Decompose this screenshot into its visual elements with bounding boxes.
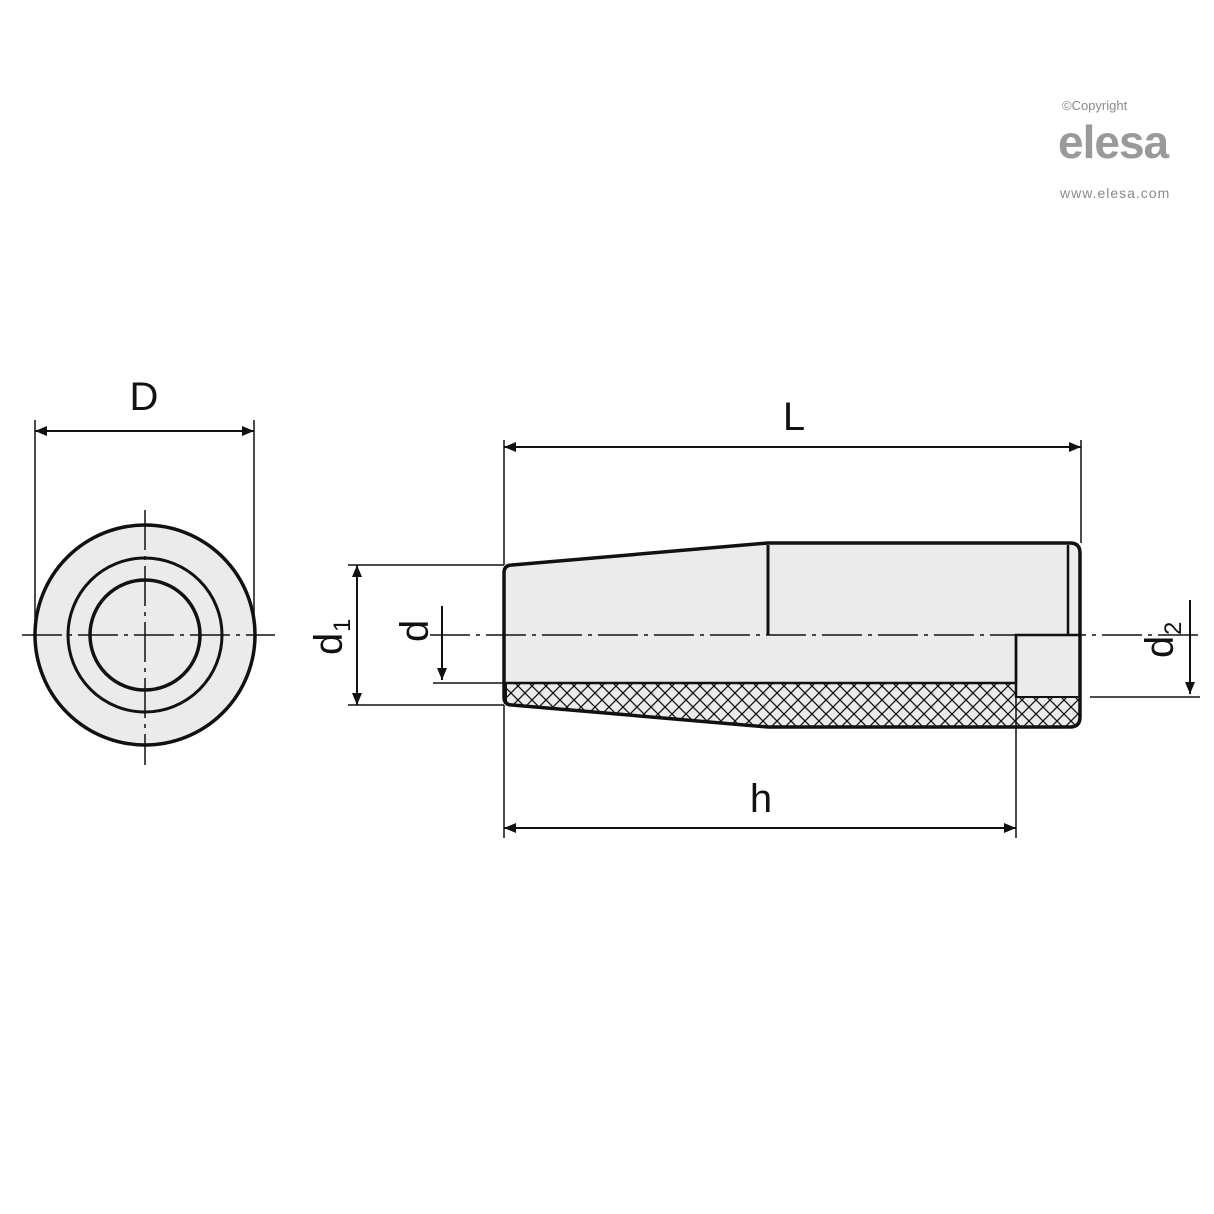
label-h: h	[750, 777, 772, 821]
label-d2-main: d	[1138, 636, 1182, 658]
label-d1-main: d	[307, 633, 351, 655]
label-L: L	[783, 395, 805, 439]
brand-url: www.elesa.com	[1060, 185, 1171, 201]
knurled-section	[505, 682, 1081, 728]
brand-logo: elesa	[1058, 116, 1169, 168]
label-D: D	[130, 375, 159, 419]
copyright-text: ©Copyright	[1062, 98, 1128, 113]
label-d: d	[393, 620, 437, 642]
label-d2: d 2	[1138, 622, 1187, 658]
label-d2-subscript: 2	[1160, 622, 1187, 635]
end-view: D	[22, 375, 275, 765]
label-d1-subscript: 1	[329, 619, 356, 632]
side-view: L h d 1 d d 2	[307, 395, 1200, 838]
label-d1: d 1	[307, 619, 356, 655]
label-d-main: d	[393, 620, 437, 642]
